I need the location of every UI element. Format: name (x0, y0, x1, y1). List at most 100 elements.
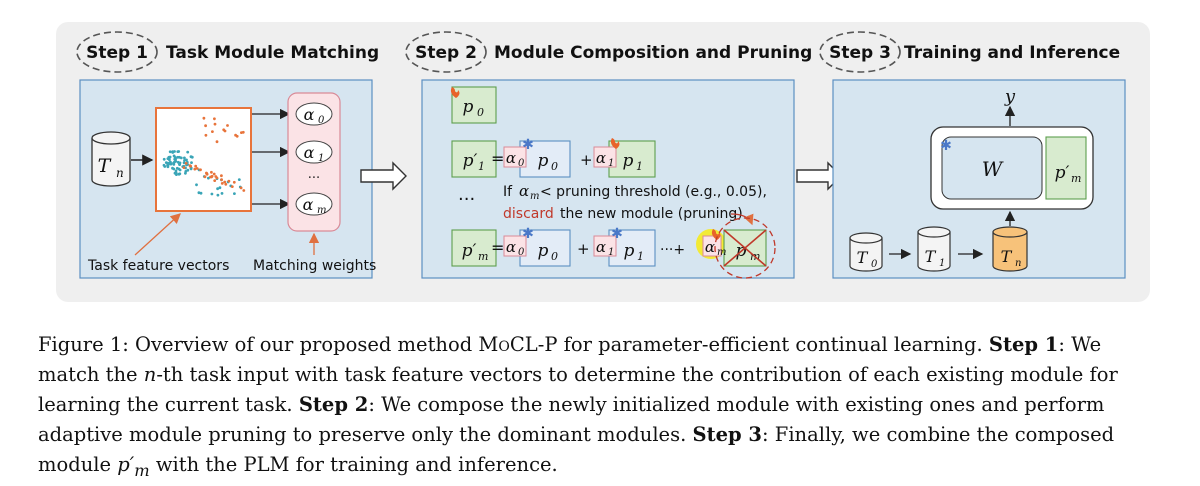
scatter-point (178, 155, 181, 159)
scatter-point (199, 168, 202, 172)
scatter-point (185, 158, 188, 162)
row1-p0-subscript: 0 (551, 160, 558, 173)
step2-header: Step 2 Module Composition and Pruning (405, 31, 812, 73)
caption-step2: Step 2 (298, 393, 369, 416)
row1-alpha0-subscript: 0 (518, 158, 525, 169)
scatter-point (204, 133, 208, 137)
panel-step1: T n α 0 α 1 ··· α m Task (79, 79, 376, 279)
rowm-p1-symbol: p (624, 241, 635, 261)
flame-icon (610, 138, 620, 149)
arrow-discard (730, 213, 754, 226)
weight-symbol: W (982, 157, 1004, 181)
rowm-p0-symbol: p (538, 241, 549, 261)
scatter-point (186, 150, 190, 154)
scatter-point (174, 169, 178, 173)
composed-module-box (1045, 136, 1087, 200)
row1-alpha1-box (593, 146, 617, 168)
scatter-point (213, 179, 217, 183)
step1-tag: Step 1 (86, 43, 148, 63)
task-cylinder-0: T 0 (849, 232, 883, 272)
rows-ellipsis: ··· (458, 189, 475, 210)
scatter-point (204, 124, 208, 128)
scatter-point (173, 160, 176, 164)
scatter-point (176, 150, 180, 154)
scatter-point (220, 182, 224, 185)
composed-module-symbol: p′ (1055, 163, 1070, 183)
flame-icon (711, 229, 721, 240)
step1-title: Task Module Matching (166, 43, 379, 63)
scatter-point (242, 189, 246, 192)
scatter-point (223, 180, 227, 184)
scatter-point (190, 161, 193, 165)
row1-lhs-symbol: p′ (463, 151, 478, 171)
composition-row-m: p′ m = α 0 p 0 ✱ + α 1 p 1 ✱ ···+ α m (451, 217, 776, 279)
caption-text-5: : Finally, we combine the composed modul… (38, 423, 1115, 476)
plm-weight-box (941, 136, 1043, 200)
matching-weights-label: Matching weights (253, 258, 376, 274)
scatter-point (166, 161, 170, 165)
task-cylinder-1: T 1 (917, 226, 951, 272)
scatter-point (233, 192, 236, 196)
scatter-point (197, 191, 201, 195)
note-alpha: α (519, 182, 529, 200)
scatter-point (210, 192, 214, 196)
task-input-label: T (98, 155, 112, 177)
alpha0-subscript: 0 (318, 115, 325, 126)
snowflake-icon: ✱ (611, 226, 623, 242)
row1-p0-symbol: p (538, 151, 549, 171)
scatter-point (230, 185, 234, 189)
step3-tag: Step 3 (829, 43, 891, 63)
scatter-point (220, 174, 223, 178)
scatter-point (220, 178, 224, 182)
scatter-point (176, 160, 180, 164)
row1-alpha1-subscript: 1 (608, 158, 614, 169)
scatter-point (195, 183, 198, 187)
caption-n-variable: n (143, 363, 157, 386)
scatter-point (199, 191, 203, 195)
hollow-arrow-step1-to-step2 (360, 161, 407, 191)
output-y: y (1004, 86, 1016, 107)
caption-text-1: for parameter-efficient continual learni… (563, 333, 983, 356)
scatter-point (169, 161, 172, 165)
p0-symbol: p (463, 97, 474, 117)
scatter-point (237, 178, 241, 182)
panel-step3: y ✱ W p′ m T 0 T 1 T n (832, 79, 1126, 279)
rowm-alpha1-subscript: 1 (608, 247, 614, 258)
snowflake-icon: ✱ (522, 137, 534, 153)
note-if: If (503, 184, 513, 200)
taskn-subscript: n (1015, 258, 1021, 269)
task-input-subscript: n (116, 166, 124, 180)
scatter-point (162, 163, 166, 167)
scatter-point (178, 172, 182, 176)
note-threshold-text: < pruning threshold (e.g., 0.05), (540, 184, 767, 200)
scatter-point (241, 130, 245, 134)
caption-label: Figure 1: Overview of our proposed metho… (38, 333, 473, 356)
scatter-point (183, 156, 186, 160)
alpham-symbol: α (303, 195, 314, 214)
scatter-point (189, 164, 193, 168)
prune-dashed-circle (714, 217, 776, 279)
alpha1-node: α 1 (295, 140, 333, 164)
task1-subscript: 1 (939, 258, 945, 269)
step1-dashed-ellipse (76, 31, 158, 73)
row1-alpha0-box (503, 146, 527, 168)
step2-title: Module Composition and Pruning (494, 43, 812, 63)
task-input-cylinder: T n (91, 131, 131, 187)
step2-dashed-ellipse (405, 31, 487, 73)
scatter-point (177, 167, 181, 171)
alpha0-symbol: α (304, 105, 315, 124)
step3-dashed-ellipse (819, 31, 901, 73)
task-feature-vectors-label: Task feature vectors (87, 258, 229, 274)
scatter-point (172, 154, 176, 158)
scatter-point (162, 157, 166, 161)
scatter-point (239, 186, 243, 190)
scatter-point (226, 124, 229, 127)
alpha1-symbol: α (304, 143, 315, 162)
scatter-point (203, 175, 207, 179)
scatter-point (168, 150, 172, 154)
scatter-point (220, 192, 224, 195)
rowm-lhs-symbol: p′ (462, 241, 477, 261)
rowm-alpha0-box (503, 235, 527, 257)
row1-p1-subscript: 1 (636, 160, 643, 173)
